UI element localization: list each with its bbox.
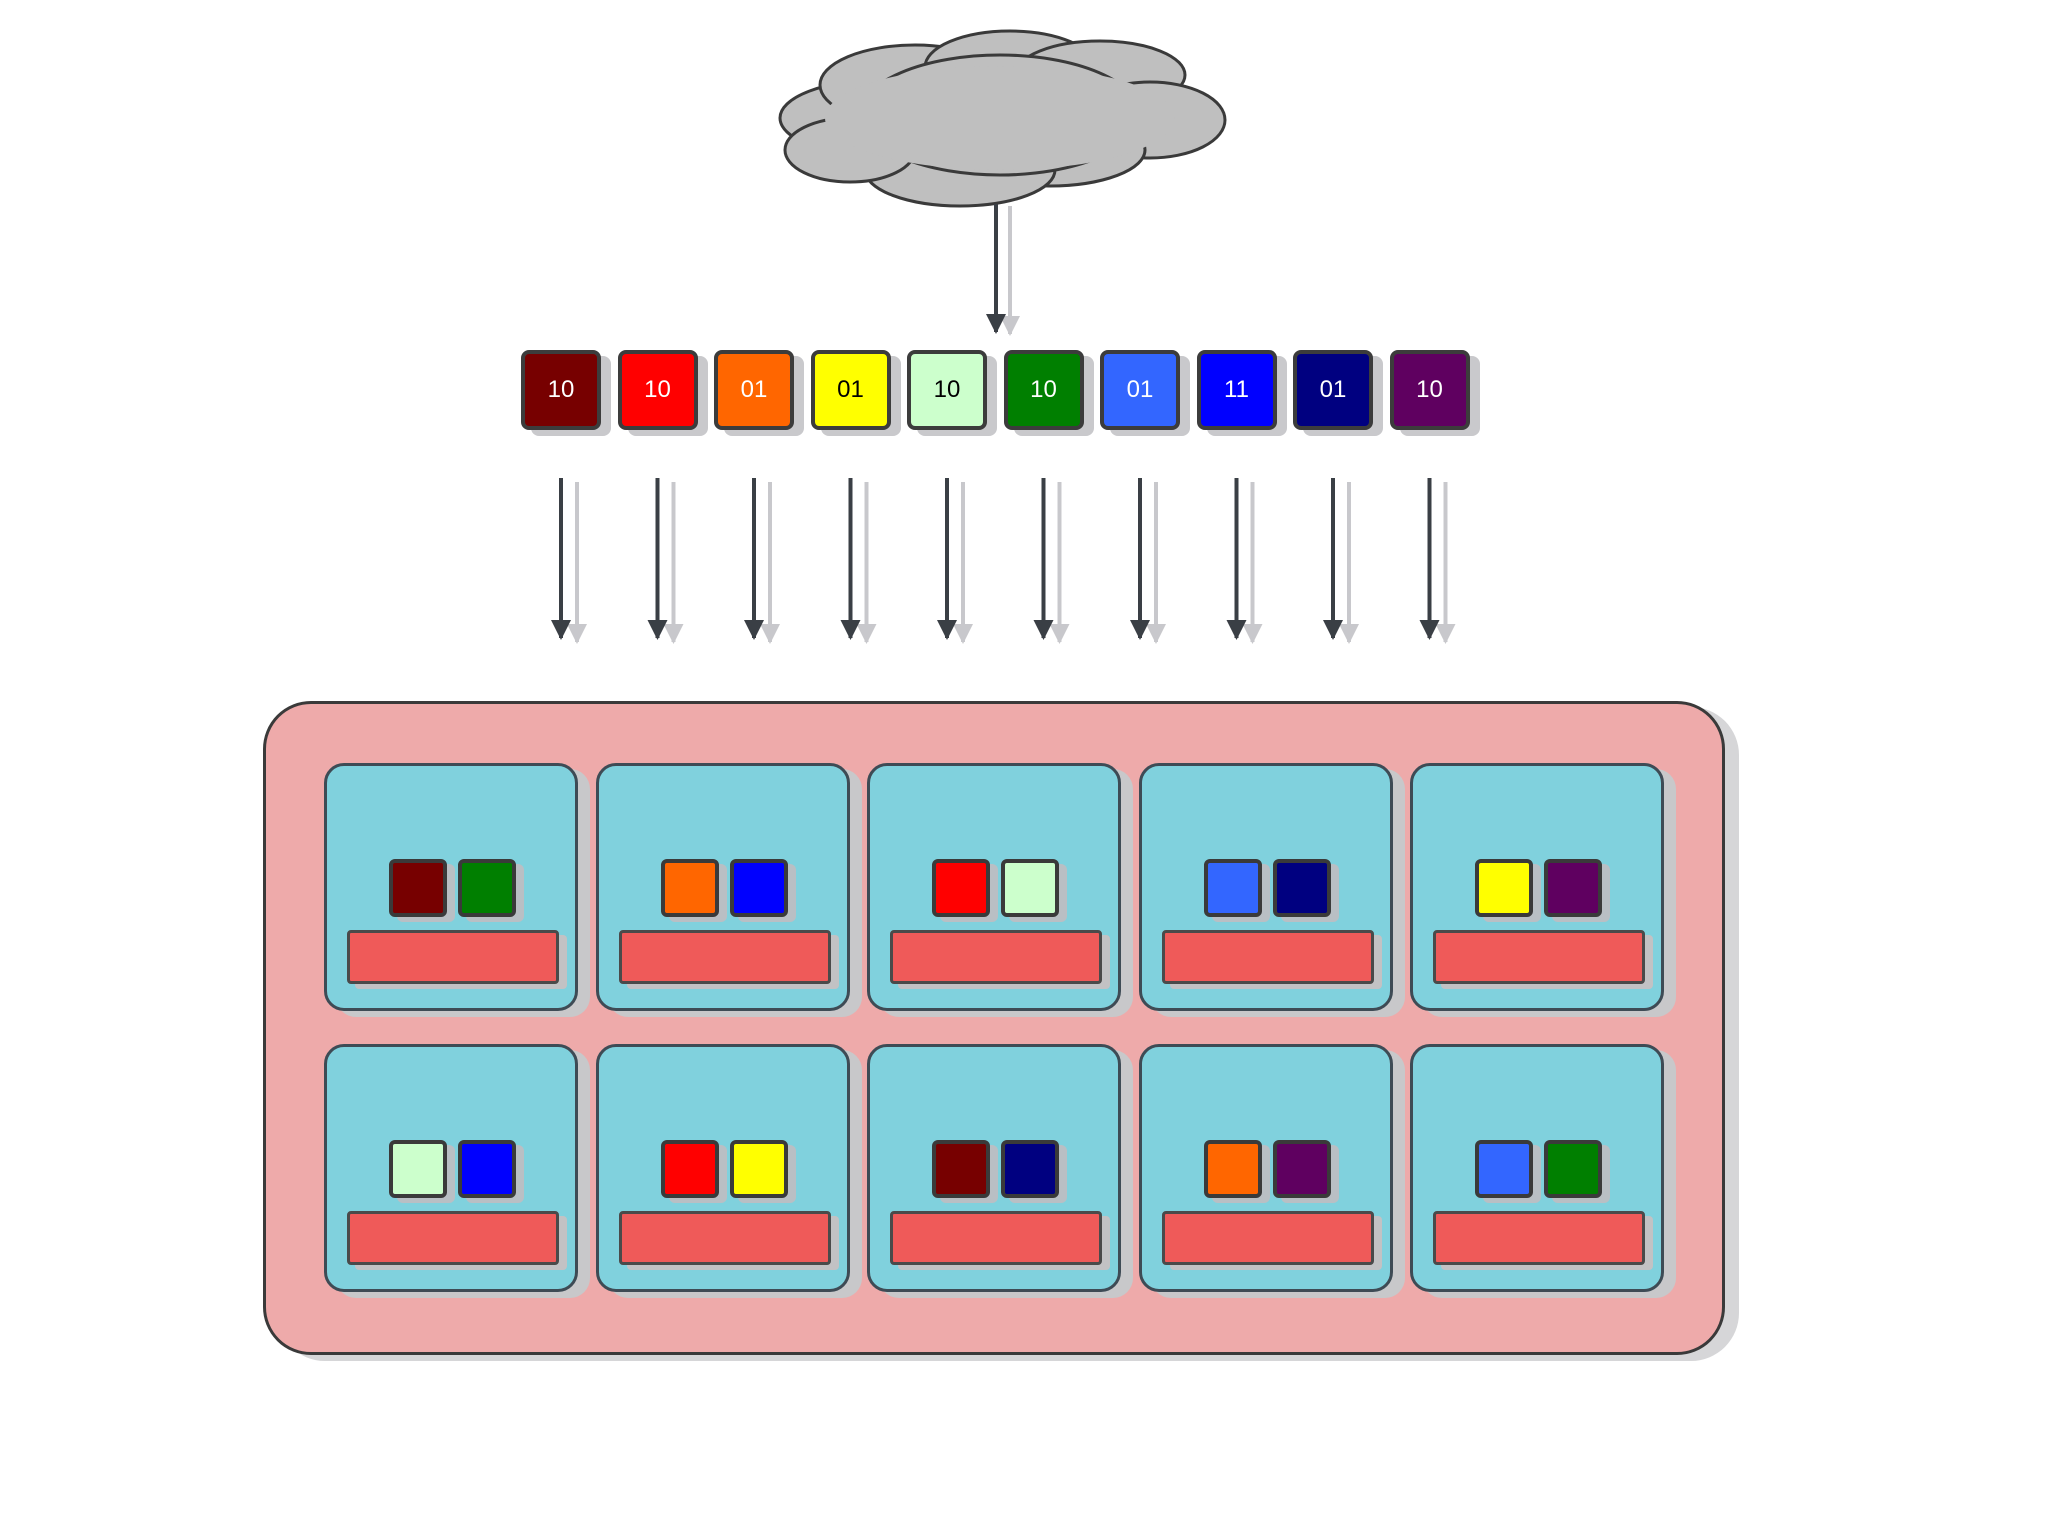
- stored-block: [1203, 859, 1262, 917]
- data-block-label: 01: [837, 376, 864, 403]
- data-block-label: 01: [1319, 376, 1347, 403]
- data-block: 10: [617, 350, 698, 430]
- storage-cluster: [263, 701, 1725, 1355]
- data-block: 01: [810, 350, 891, 430]
- stored-block: [729, 1140, 788, 1198]
- stored-block: [389, 1140, 447, 1198]
- data-block-label: 10: [644, 376, 671, 403]
- stored-block: [1272, 859, 1331, 917]
- data-block: 10: [907, 350, 987, 430]
- stored-block: [932, 1140, 990, 1198]
- disk-bar: [1433, 1211, 1645, 1265]
- data-block: 10: [1003, 350, 1084, 430]
- storage-node: [595, 1044, 850, 1292]
- data-block-label: 10: [547, 376, 575, 403]
- disk-bar: [890, 930, 1102, 984]
- storage-node: [1410, 1044, 1664, 1292]
- stored-block: [1475, 859, 1533, 917]
- storage-node: [1138, 763, 1393, 1011]
- stored-block: [1475, 1140, 1533, 1198]
- data-block-label: 01: [1126, 376, 1154, 403]
- cloud-icon: [778, 29, 1227, 208]
- storage-node: [324, 1044, 578, 1292]
- storage-node: [1138, 1044, 1393, 1292]
- disk-bar: [347, 930, 559, 984]
- disk-bar: [890, 1211, 1102, 1265]
- data-block-label: 01: [740, 376, 768, 403]
- data-block: 01: [1100, 350, 1180, 430]
- stored-block: [389, 859, 447, 917]
- disk-bar: [618, 930, 831, 984]
- storage-node: [1410, 763, 1664, 1011]
- data-block-label: 10: [1416, 376, 1443, 403]
- disk-bar: [347, 1211, 559, 1265]
- stored-block: [660, 1140, 719, 1198]
- storage-node: [324, 763, 578, 1011]
- storage-node: [867, 1044, 1121, 1292]
- stored-block: [1544, 1140, 1602, 1198]
- data-block-label: 11: [1224, 376, 1249, 403]
- disk-bar: [1161, 930, 1374, 984]
- stored-block: [1544, 859, 1602, 917]
- disk-bar: [1161, 1211, 1374, 1265]
- stored-block: [1203, 1140, 1262, 1198]
- data-block: 01: [1293, 350, 1373, 430]
- data-block-label: 10: [1030, 376, 1057, 403]
- stored-block: [1272, 1140, 1331, 1198]
- storage-node: [867, 763, 1121, 1011]
- data-block: 10: [1389, 350, 1470, 430]
- stored-block: [1001, 859, 1059, 917]
- stored-block: [932, 859, 990, 917]
- data-block: 01: [714, 350, 794, 430]
- data-block: 10: [521, 350, 601, 430]
- stored-block: [660, 859, 719, 917]
- storage-node: [595, 763, 850, 1011]
- data-block: 11: [1196, 350, 1277, 430]
- disk-bar: [618, 1211, 831, 1265]
- stored-block: [1001, 1140, 1059, 1198]
- stored-block: [458, 859, 516, 917]
- disk-bar: [1433, 930, 1645, 984]
- stored-block: [458, 1140, 516, 1198]
- stored-block: [729, 859, 788, 917]
- data-block-label: 10: [933, 376, 961, 403]
